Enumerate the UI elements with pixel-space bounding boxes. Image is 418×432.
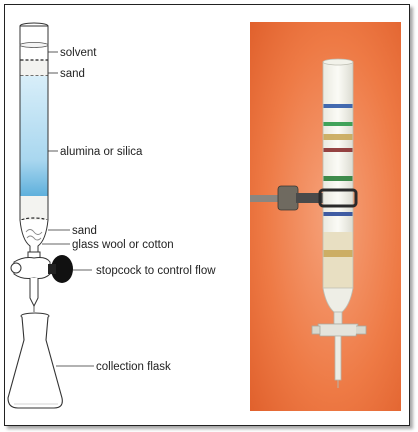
photo-band <box>323 134 353 140</box>
drip-tip <box>29 278 39 308</box>
photo-stopcock <box>317 323 359 337</box>
label-stopcock: stopcock to control flow <box>96 265 216 277</box>
photo-band <box>323 122 353 126</box>
column-diagram <box>10 22 73 312</box>
collection-flask <box>7 312 63 409</box>
photo-band <box>323 176 353 181</box>
leader-lines <box>42 51 94 367</box>
photo-drip-tip <box>334 335 342 381</box>
photo-band <box>323 250 353 257</box>
clamp-rod <box>250 195 300 202</box>
adsorbent-layer <box>20 76 48 196</box>
clamp-ring <box>318 188 358 208</box>
column-taper <box>19 219 49 253</box>
label-plug: glass wool or cotton <box>72 239 174 251</box>
solvent-level <box>19 42 49 48</box>
label-adsorbent: alumina or silica <box>60 146 143 158</box>
photo-sand-zone <box>323 232 353 288</box>
label-sand-top: sand <box>60 68 85 80</box>
column-photo <box>250 22 401 411</box>
label-flask: collection flask <box>96 361 171 373</box>
stopcock-end <box>10 262 22 274</box>
photo-bands <box>323 104 353 257</box>
labels: solvent sand alumina or silica sand glas… <box>60 47 216 373</box>
label-sand-bottom: sand <box>72 225 97 237</box>
flask-body <box>7 316 63 409</box>
photo-band <box>323 148 353 152</box>
stopcock-stem <box>48 264 56 274</box>
label-solvent: solvent <box>60 47 97 59</box>
photo-band <box>323 104 353 108</box>
clamp-arm <box>296 193 326 203</box>
photo-band <box>323 212 353 216</box>
clamp-screw <box>277 185 299 211</box>
sand-top-layer <box>20 60 48 76</box>
glass-wool-plug <box>25 229 43 241</box>
stopcock-knob[interactable] <box>51 255 73 283</box>
